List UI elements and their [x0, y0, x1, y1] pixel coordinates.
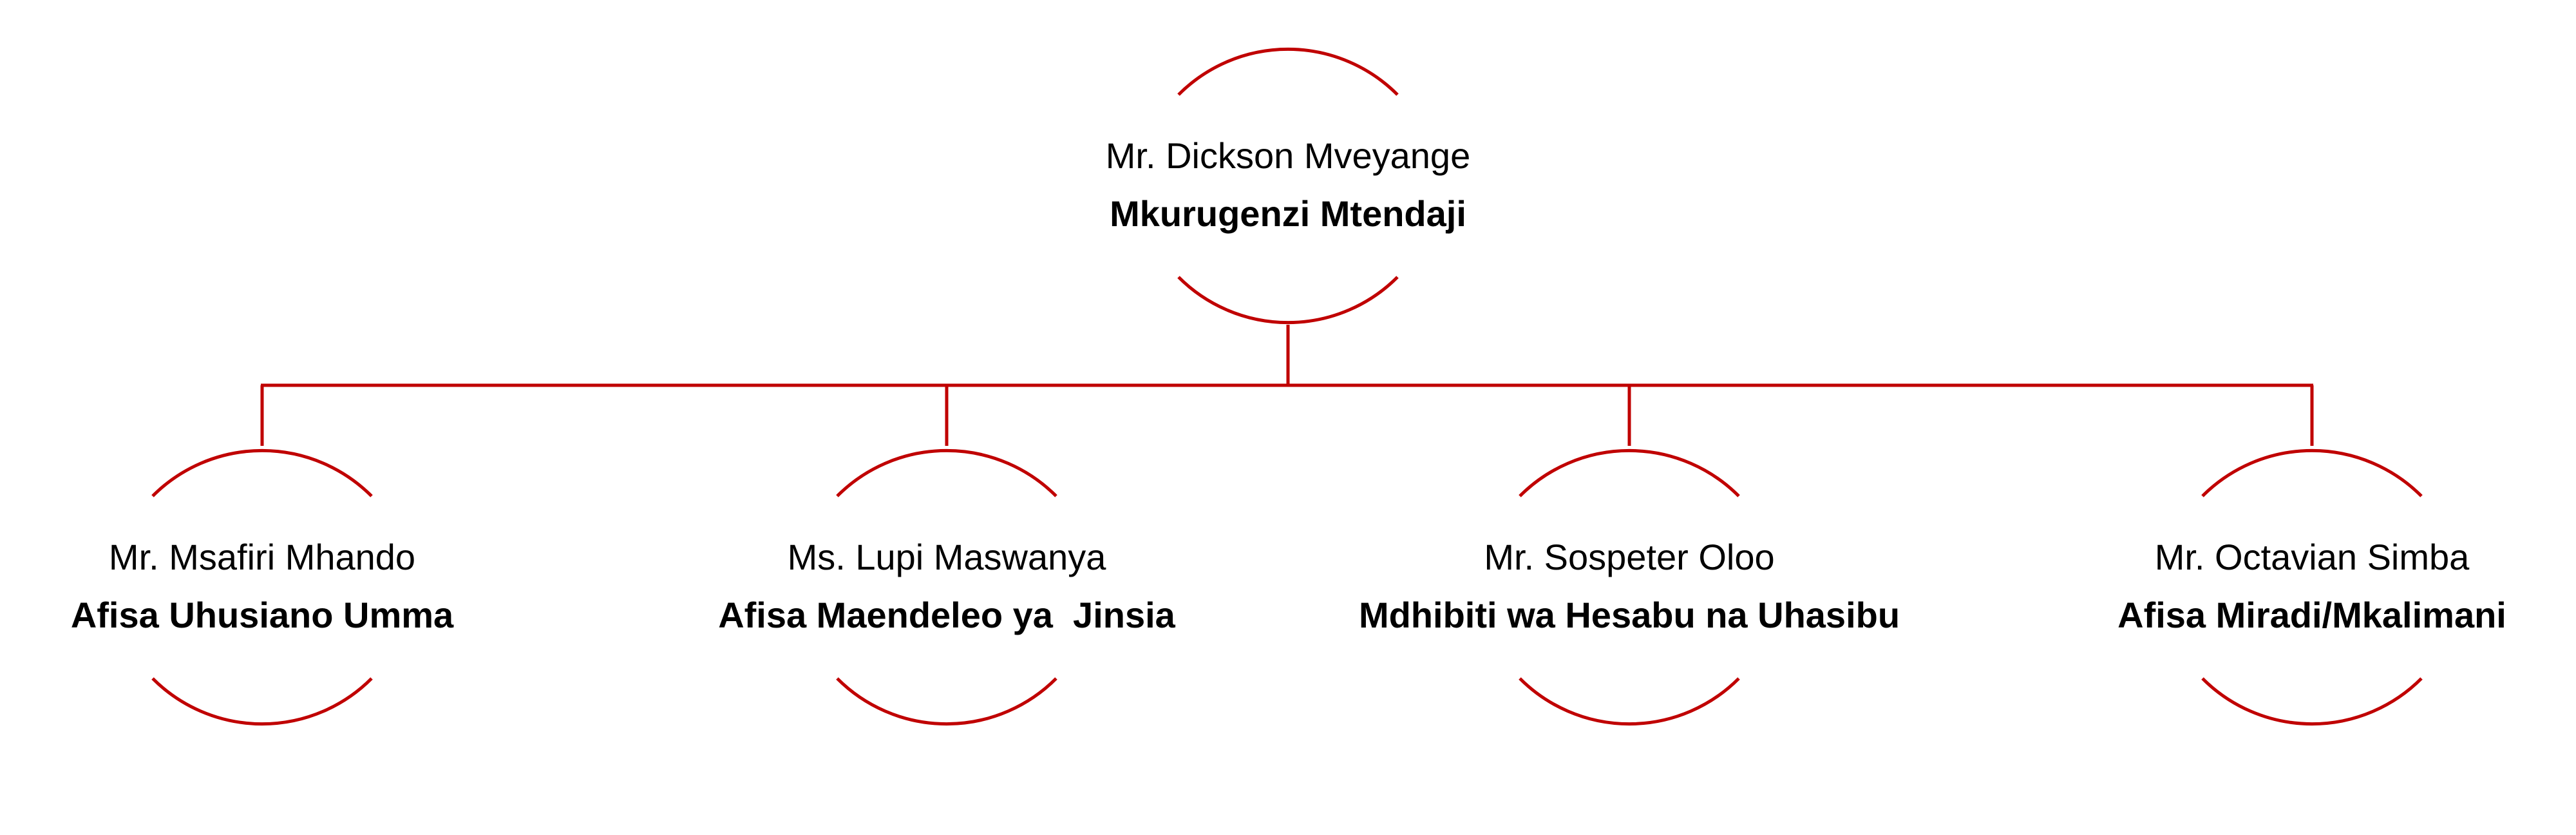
child-1-name: Mr. Msafiri Mhando [108, 537, 416, 577]
root-title: Mkurugenzi Mtendaji [1110, 193, 1466, 234]
child-node-2: Ms. Lupi Maswanya Afisa Maendeleo ya Jin… [592, 535, 1301, 637]
child-node-3: Mr. Sospeter Oloo Mdhibiti wa Hesabu na … [1275, 535, 1984, 637]
child-4-top-arc [2201, 448, 2423, 497]
root-name: Mr. Dickson Mveyange [1105, 135, 1471, 176]
child-4-bottom-arc [2201, 677, 2423, 726]
child-3-title: Mdhibiti wa Hesabu na Uhasibu [1358, 595, 1900, 635]
child-1-top-arc [151, 448, 373, 497]
child-2-title: Afisa Maendeleo ya Jinsia [718, 595, 1175, 635]
child-2-top-arc [836, 448, 1057, 497]
child-2-name: Ms. Lupi Maswanya [787, 537, 1106, 577]
child-3-name: Mr. Sospeter Oloo [1484, 537, 1775, 577]
root-top-arc [1177, 47, 1399, 96]
root-node: Mr. Dickson Mveyange Mkurugenzi Mtendaji [934, 134, 1642, 236]
child-3-top-arc [1519, 448, 1740, 497]
child-node-1: Mr. Msafiri Mhando Afisa Uhusiano Umma [0, 535, 616, 637]
child-1-title: Afisa Uhusiano Umma [70, 595, 454, 635]
child-1-bottom-arc [151, 677, 373, 726]
child-2-bottom-arc [836, 677, 1057, 726]
child-4-title: Afisa Miradi/Mkalimani [2117, 595, 2506, 635]
child-3-bottom-arc [1519, 677, 1740, 726]
child-node-4: Mr. Octavian Simba Afisa Miradi/Mkaliman… [1958, 535, 2576, 637]
root-bottom-arc [1177, 276, 1399, 325]
child-4-name: Mr. Octavian Simba [2154, 537, 2470, 577]
